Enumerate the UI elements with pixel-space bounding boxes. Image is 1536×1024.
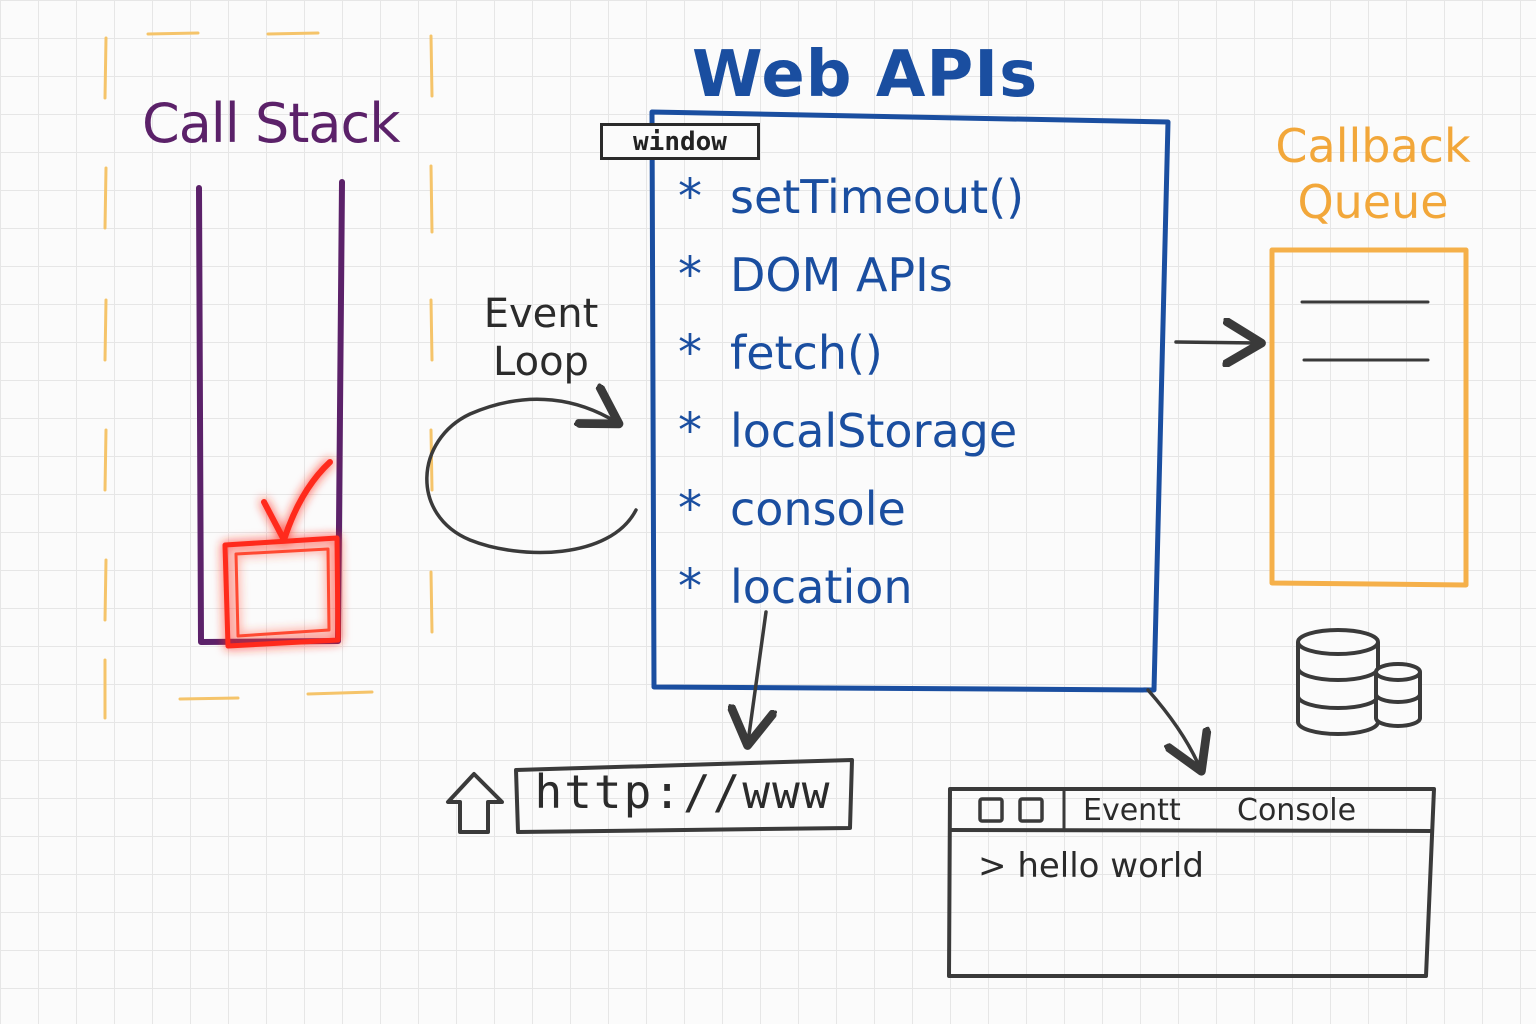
window-buttons-icon bbox=[978, 797, 1044, 823]
bullet-icon: * bbox=[678, 169, 702, 225]
web-apis-box bbox=[649, 109, 1171, 693]
url-text: http://www bbox=[534, 765, 832, 819]
api-item-localstorage: * localStorage bbox=[678, 392, 1158, 470]
bullet-icon: * bbox=[678, 325, 702, 381]
arrow-to-callback-queue bbox=[1174, 342, 1258, 343]
stack-frame-highlight bbox=[222, 535, 341, 649]
window-label: window bbox=[600, 123, 760, 160]
call-stack-title: Call Stack bbox=[142, 92, 400, 155]
database-icon bbox=[1296, 628, 1422, 736]
api-item-fetch: * fetch() bbox=[678, 314, 1158, 392]
arrow-to-console bbox=[1146, 688, 1200, 768]
console-output-text: hello world bbox=[1017, 846, 1204, 886]
event-loop-label-line2: Loop bbox=[493, 339, 589, 385]
up-arrow-icon bbox=[446, 772, 504, 834]
checkmark-icon bbox=[261, 459, 333, 543]
bullet-icon: * bbox=[678, 559, 702, 615]
call-stack-container bbox=[196, 179, 345, 645]
api-item-label: localStorage bbox=[730, 404, 1018, 458]
url-box bbox=[514, 758, 854, 834]
api-item-label: fetch() bbox=[730, 326, 883, 380]
arrow-to-url bbox=[748, 610, 766, 742]
api-item-label: setTimeout() bbox=[730, 170, 1025, 224]
api-item-dom-apis: * DOM APIs bbox=[678, 236, 1158, 314]
web-apis-title: Web APIs bbox=[692, 38, 1039, 112]
console-tab-eventt[interactable]: Eventt bbox=[1083, 793, 1181, 828]
callback-queue-box bbox=[1269, 247, 1469, 588]
api-item-label: console bbox=[730, 482, 906, 536]
console-tab-console[interactable]: Console bbox=[1237, 793, 1357, 828]
callback-queue-title: Callback Queue bbox=[1248, 118, 1498, 230]
event-loop-label: Event Loop bbox=[466, 290, 616, 386]
call-stack-dashed-frame bbox=[103, 31, 434, 720]
callback-queue-title-line1: Callback bbox=[1275, 119, 1471, 173]
console-panel bbox=[947, 787, 1436, 978]
api-item-label: location bbox=[730, 560, 913, 614]
bullet-icon: * bbox=[678, 481, 702, 537]
web-apis-list: * setTimeout() * DOM APIs * fetch() * lo… bbox=[678, 158, 1158, 626]
api-item-label: DOM APIs bbox=[730, 248, 953, 302]
bullet-icon: * bbox=[678, 247, 702, 303]
console-prompt: > bbox=[978, 846, 1007, 886]
event-loop-label-line1: Event bbox=[483, 291, 599, 337]
bullet-icon: * bbox=[678, 403, 702, 459]
api-item-location: * location bbox=[678, 548, 1158, 626]
event-loop-arrow bbox=[425, 399, 638, 555]
api-item-settimeout: * setTimeout() bbox=[678, 158, 1158, 236]
api-item-console: * console bbox=[678, 470, 1158, 548]
callback-queue-title-line2: Queue bbox=[1297, 175, 1449, 229]
console-output-line: > hello world bbox=[978, 846, 1204, 886]
